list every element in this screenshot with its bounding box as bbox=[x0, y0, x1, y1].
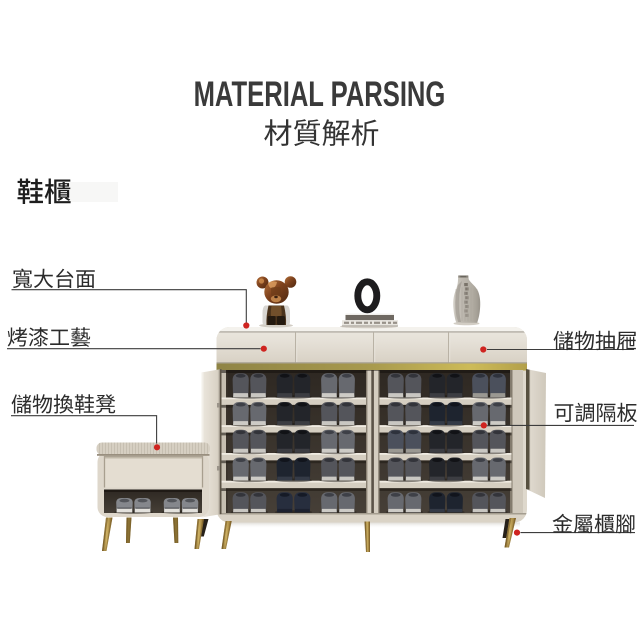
svg-text:MATERIAL PARSING: MATERIAL PARSING bbox=[194, 74, 446, 114]
